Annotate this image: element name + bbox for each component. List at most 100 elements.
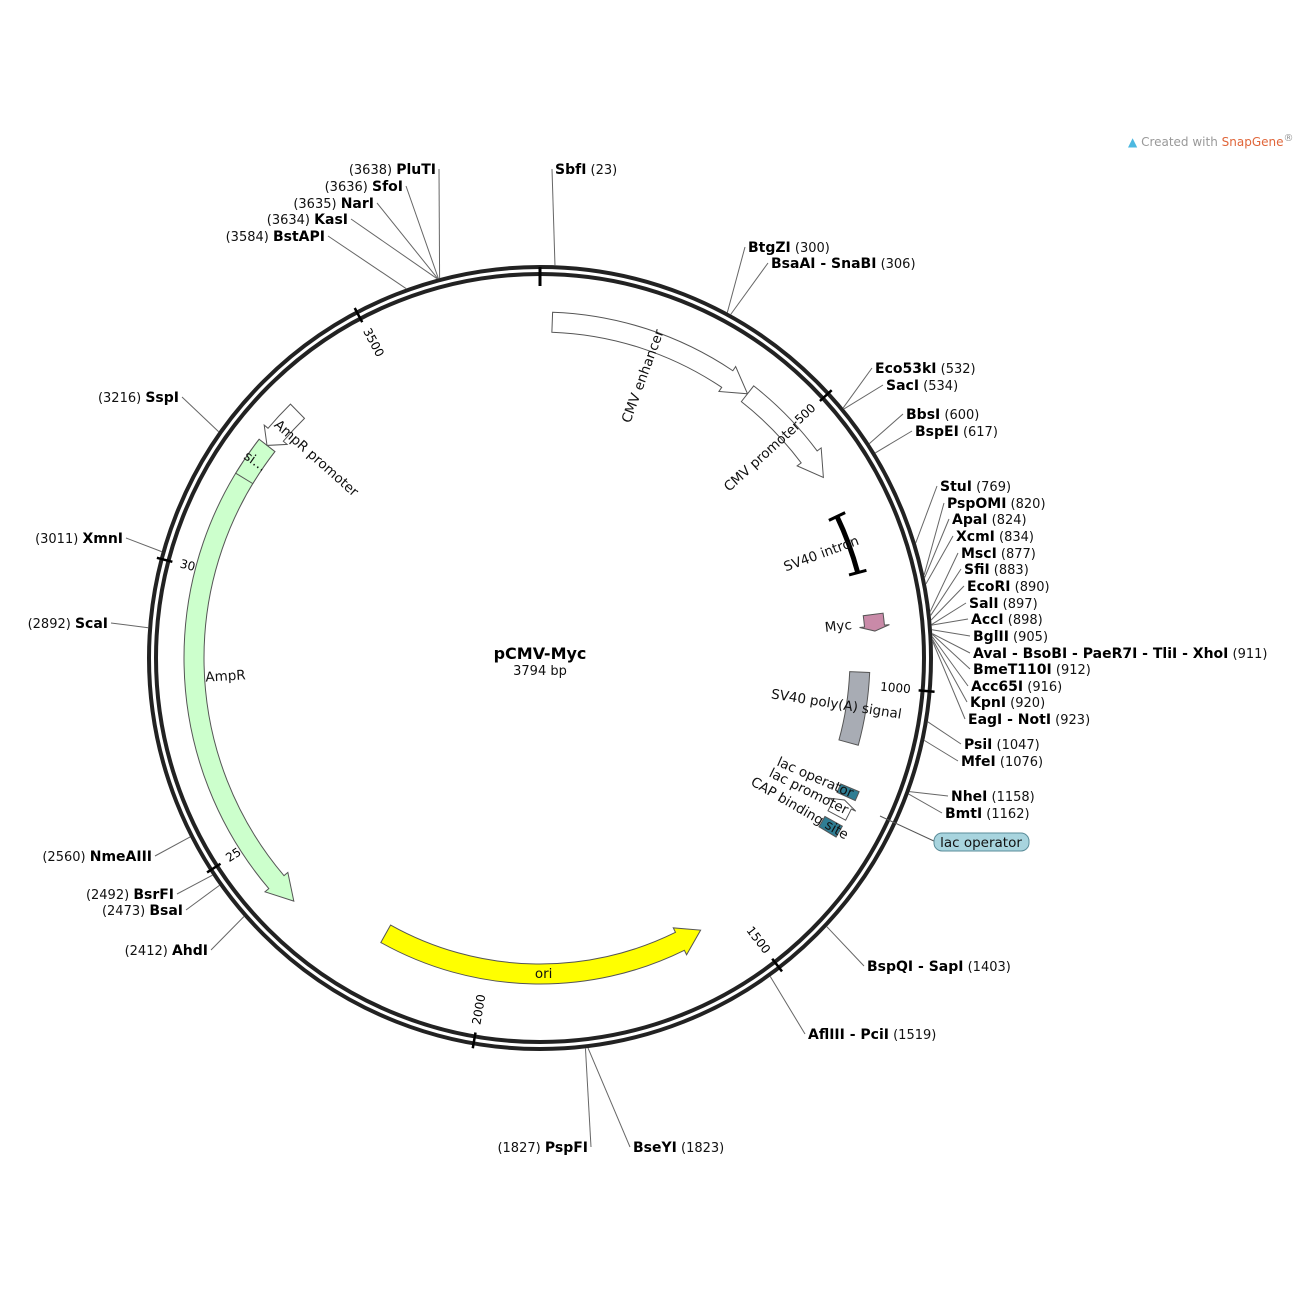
feature-cmv-enhancer: CMV enhancer (551, 311, 749, 425)
feature-shape (818, 815, 844, 838)
tick-mark (771, 958, 783, 973)
feature-ampr-promoter: AmpR promoter (263, 403, 362, 501)
site-leader-lines (110, 168, 971, 1148)
feature-shape (740, 385, 824, 479)
site-label: PspOMI (820) (947, 496, 1046, 512)
site-label: (3584) BstAPI (226, 229, 325, 245)
site-leader (932, 633, 971, 654)
site-label: EcoRI (890) (967, 579, 1050, 595)
site-leader (874, 430, 913, 454)
backbone-ring (147, 265, 933, 1051)
site-label: MscI (877) (961, 546, 1036, 562)
feature-si-: si… (235, 438, 276, 485)
site-label: AflIII - PciI (1519) (808, 1027, 936, 1043)
site-label: XcmI (834) (956, 529, 1034, 545)
feature-shape (235, 438, 276, 485)
site-leader (931, 618, 969, 626)
site-label: NheI (1158) (951, 789, 1035, 805)
site-label: AccI (898) (971, 612, 1043, 628)
feature-shape (380, 924, 702, 985)
site-label: BmtI (1162) (945, 806, 1030, 822)
tick-label: 1000 (880, 680, 912, 697)
restriction-sites: SbfI (23)BtgZI (300)BsaAI - SnaBI (306)E… (28, 162, 1268, 1156)
site-label: BbsI (600) (906, 407, 979, 423)
feature-ampr: AmpR (183, 438, 295, 902)
site-leader (350, 218, 438, 280)
site-leader (929, 552, 959, 612)
site-leader (923, 502, 945, 576)
site-leader (925, 535, 954, 585)
snapgene-logo-icon: ▲ (1128, 135, 1138, 149)
feature-label: SV40 intron (782, 533, 862, 575)
site-label: BglII (905) (973, 629, 1048, 645)
tick-label: 1500 (744, 924, 774, 957)
site-label: SacI (534) (886, 378, 958, 394)
site-label: (3011) XmnI (35, 531, 123, 547)
plasmid-name: pCMV-Myc (494, 644, 587, 663)
site-leader (176, 874, 213, 895)
site-label: (2412) AhdI (125, 943, 208, 959)
feature-label: CMV promoter (721, 418, 804, 495)
feature-label: ori (535, 966, 553, 982)
site-leader (930, 568, 962, 616)
site-label: PsiI (1047) (964, 737, 1040, 753)
feature-shape (859, 612, 890, 632)
site-leader (327, 235, 407, 289)
site-leader (931, 629, 971, 637)
site-label: Acc65I (916) (971, 679, 1062, 695)
site-label: (3638) PluTI (349, 162, 436, 178)
snapgene-watermark: ▲ Created with SnapGene® (1128, 133, 1294, 149)
site-leader (210, 916, 245, 951)
tick-mark (156, 556, 173, 564)
feature-label: AmpR promoter (271, 417, 362, 501)
site-label: BseYI (1823) (633, 1140, 724, 1156)
site-leader (154, 836, 191, 857)
site-leader (908, 793, 943, 814)
site-leader (924, 518, 950, 578)
site-label: (3635) NarI (293, 196, 374, 212)
site-leader (915, 485, 938, 544)
site-leader (826, 926, 865, 967)
feature-shape (263, 403, 306, 446)
site-label: SalI (897) (969, 596, 1038, 612)
lac-operator-callout: lac operator (879, 815, 1030, 852)
site-label: (2560) NmeAIII (42, 849, 152, 865)
tick-mark (353, 307, 364, 323)
site-leader (125, 537, 162, 553)
feature-shape (827, 797, 857, 821)
feature-ori: ori (380, 924, 702, 985)
site-label: EagI - NotI (923) (968, 712, 1090, 728)
tick-label: 3500 (360, 326, 387, 360)
site-leader (930, 585, 965, 621)
site-label: BspEI (617) (915, 424, 998, 440)
site-leader (927, 721, 962, 745)
feature-shape (838, 671, 871, 746)
site-label: BspQI - SapI (1403) (867, 959, 1011, 975)
site-leader (587, 1047, 631, 1148)
site-label: SfiI (883) (964, 562, 1029, 578)
site-leader (932, 641, 966, 720)
site-leader (843, 384, 884, 410)
site-label: (1827) PspFI (497, 1140, 588, 1156)
site-label: (3216) SspI (98, 390, 179, 406)
site-leader (842, 367, 873, 409)
site-leader (931, 633, 971, 670)
site-leader (932, 636, 969, 687)
tick-mark (471, 1032, 477, 1049)
feature-shape (551, 311, 749, 395)
site-leader (932, 639, 968, 703)
site-label: (3636) SfoI (325, 179, 403, 195)
site-leader (726, 246, 746, 313)
site-label: (3634) KasI (267, 212, 348, 228)
site-leader (909, 791, 949, 797)
site-label: BsaAI - SnaBI (306) (771, 256, 916, 272)
site-leader (769, 976, 806, 1035)
site-leader (181, 396, 220, 433)
site-label: SbfI (23) (555, 162, 617, 178)
site-leader (730, 262, 769, 315)
site-label: Eco53kI (532) (875, 361, 976, 377)
site-leader (185, 884, 220, 911)
site-leader (931, 602, 967, 625)
lac-operator-label: lac operator (940, 835, 1022, 851)
